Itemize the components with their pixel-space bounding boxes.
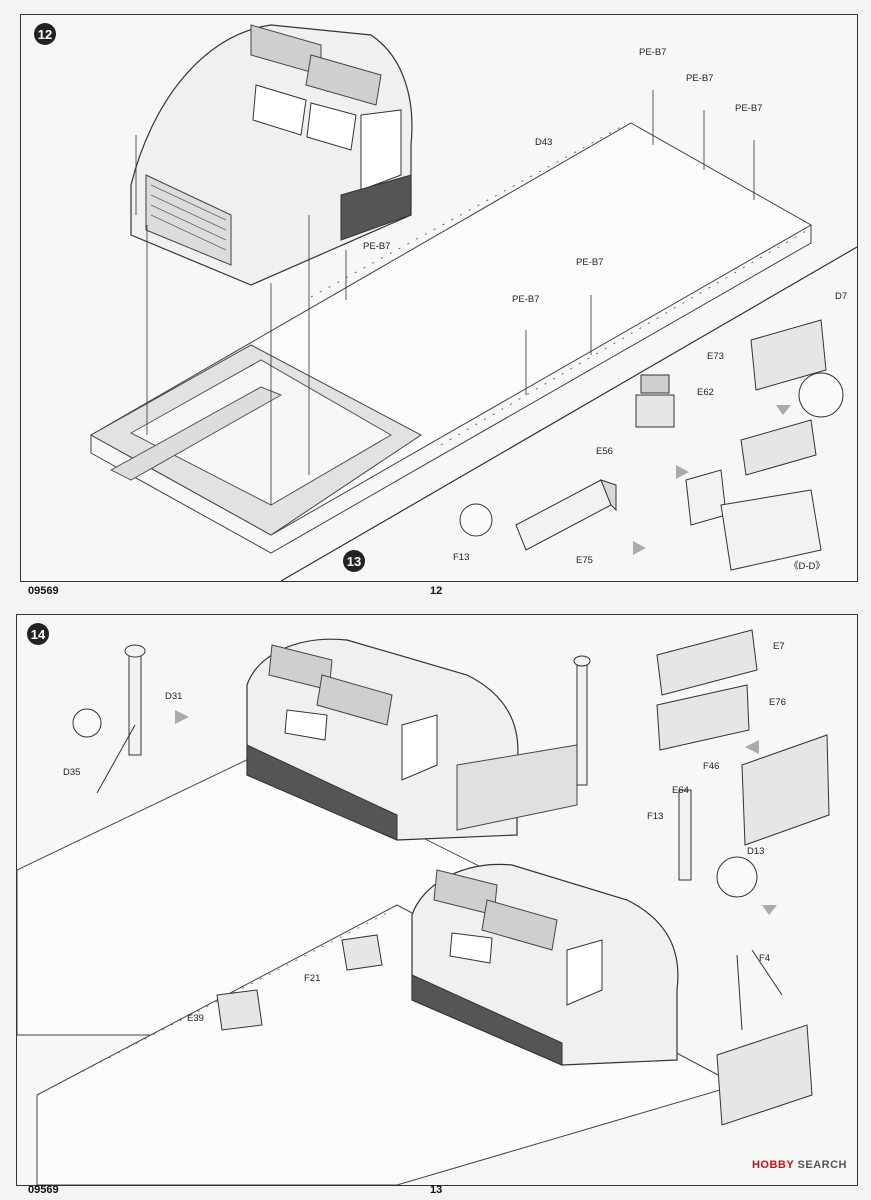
part-label-e56: E56 [596,446,613,457]
part-label-e62: E62 [697,387,714,398]
part-label-d7: D7 [835,291,848,302]
part-label-f13: F13 [647,811,664,822]
page-number: 12 [430,585,443,597]
part-label-e39: E39 [187,1013,204,1024]
watermark: HOBBY SEARCH [751,1159,847,1171]
part-label-pe-b7: PE-B7 [363,241,391,252]
part-label-pe-b7: PE-B7 [639,47,667,58]
part-label-f4: F4 [759,953,771,964]
part-label-dd: 《D-D》 [789,561,825,572]
instruction-panel-step-14: 14 D31 D35 E7 E76 F46 E64 F13 D13 F4 F21… [16,614,858,1186]
part-label-e7: E7 [773,641,785,652]
part-label-d35: D35 [63,767,81,778]
part-label-pe-b7: PE-B7 [512,294,540,305]
part-label-f13: F13 [453,552,470,563]
cab-drawing-upper [246,638,578,841]
part-label-e64: E64 [672,785,689,796]
part-label-pe-b7: PE-B7 [576,257,604,268]
part-label-f21: F21 [304,973,321,984]
step-13-parts [459,319,844,571]
cab-drawing-lower [411,863,679,1066]
page-number-bottom: 13 [430,1184,443,1196]
step-badge-13: 13 [343,550,365,572]
catalog-number-bottom: 09569 [28,1184,59,1196]
part-label-e75: E75 [576,555,593,566]
part-label-d31: D31 [165,691,183,702]
part-label-f46: F46 [703,761,720,772]
instruction-panel-step-12-13: 12 13 D43 PE-B7 PE-B7 PE-B7 PE-B7 PE-B7 … [20,14,858,582]
part-label-e73: E73 [707,351,724,362]
step-badge-12: 12 [34,23,56,45]
part-label-pe-b7: PE-B7 [735,103,763,114]
cab-drawing [130,24,413,286]
part-label-pe-b7: PE-B7 [686,73,714,84]
part-label-e76: E76 [769,697,786,708]
part-label-d13: D13 [747,846,765,857]
part-label-d43: D43 [535,137,553,148]
catalog-number: 09569 [28,585,59,597]
step-badge-14: 14 [27,623,49,645]
step-12-13-drawing [89,24,857,581]
step-14-drawing [17,629,830,1185]
